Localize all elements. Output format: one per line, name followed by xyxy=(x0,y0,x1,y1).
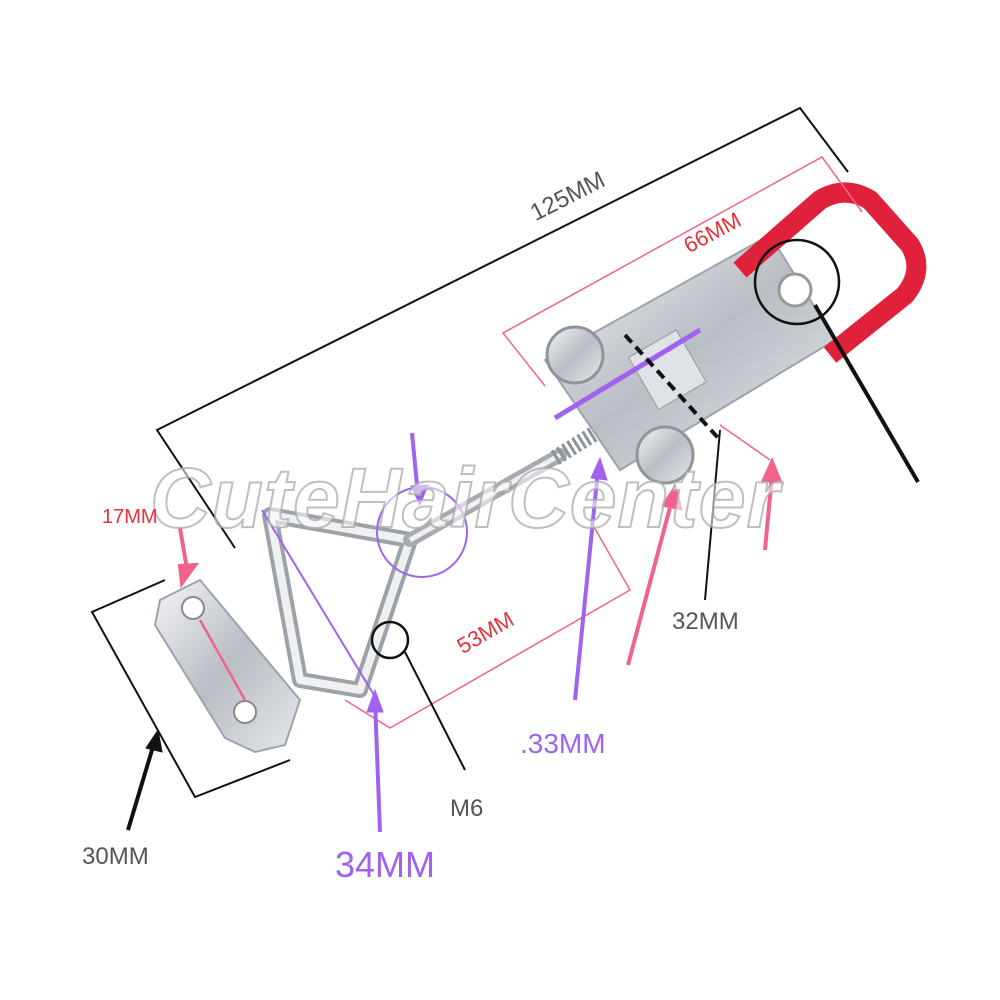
base-plate xyxy=(153,578,302,754)
dimension-lines-pink xyxy=(198,156,863,729)
plate-hole-label: 17MM xyxy=(102,506,158,528)
plate-width-label: 30MM xyxy=(82,843,149,870)
plate-hole-icon xyxy=(181,596,205,620)
body-width-label: 32MM xyxy=(672,608,739,635)
loop-width-label: 34MM xyxy=(335,844,436,885)
dimension-lines-black xyxy=(90,106,849,799)
pink-arrows xyxy=(177,456,784,666)
plate-hole-icon xyxy=(233,700,257,724)
watermark: CuteHairCenter xyxy=(149,450,781,546)
thread-length-label: .33MM xyxy=(520,728,606,759)
red-handle xyxy=(733,182,927,363)
thread-size-label: M6 xyxy=(450,795,484,822)
black-marks xyxy=(126,238,920,831)
latch-body xyxy=(543,233,837,485)
purple-marks xyxy=(261,327,702,833)
wire-loop xyxy=(262,507,418,698)
